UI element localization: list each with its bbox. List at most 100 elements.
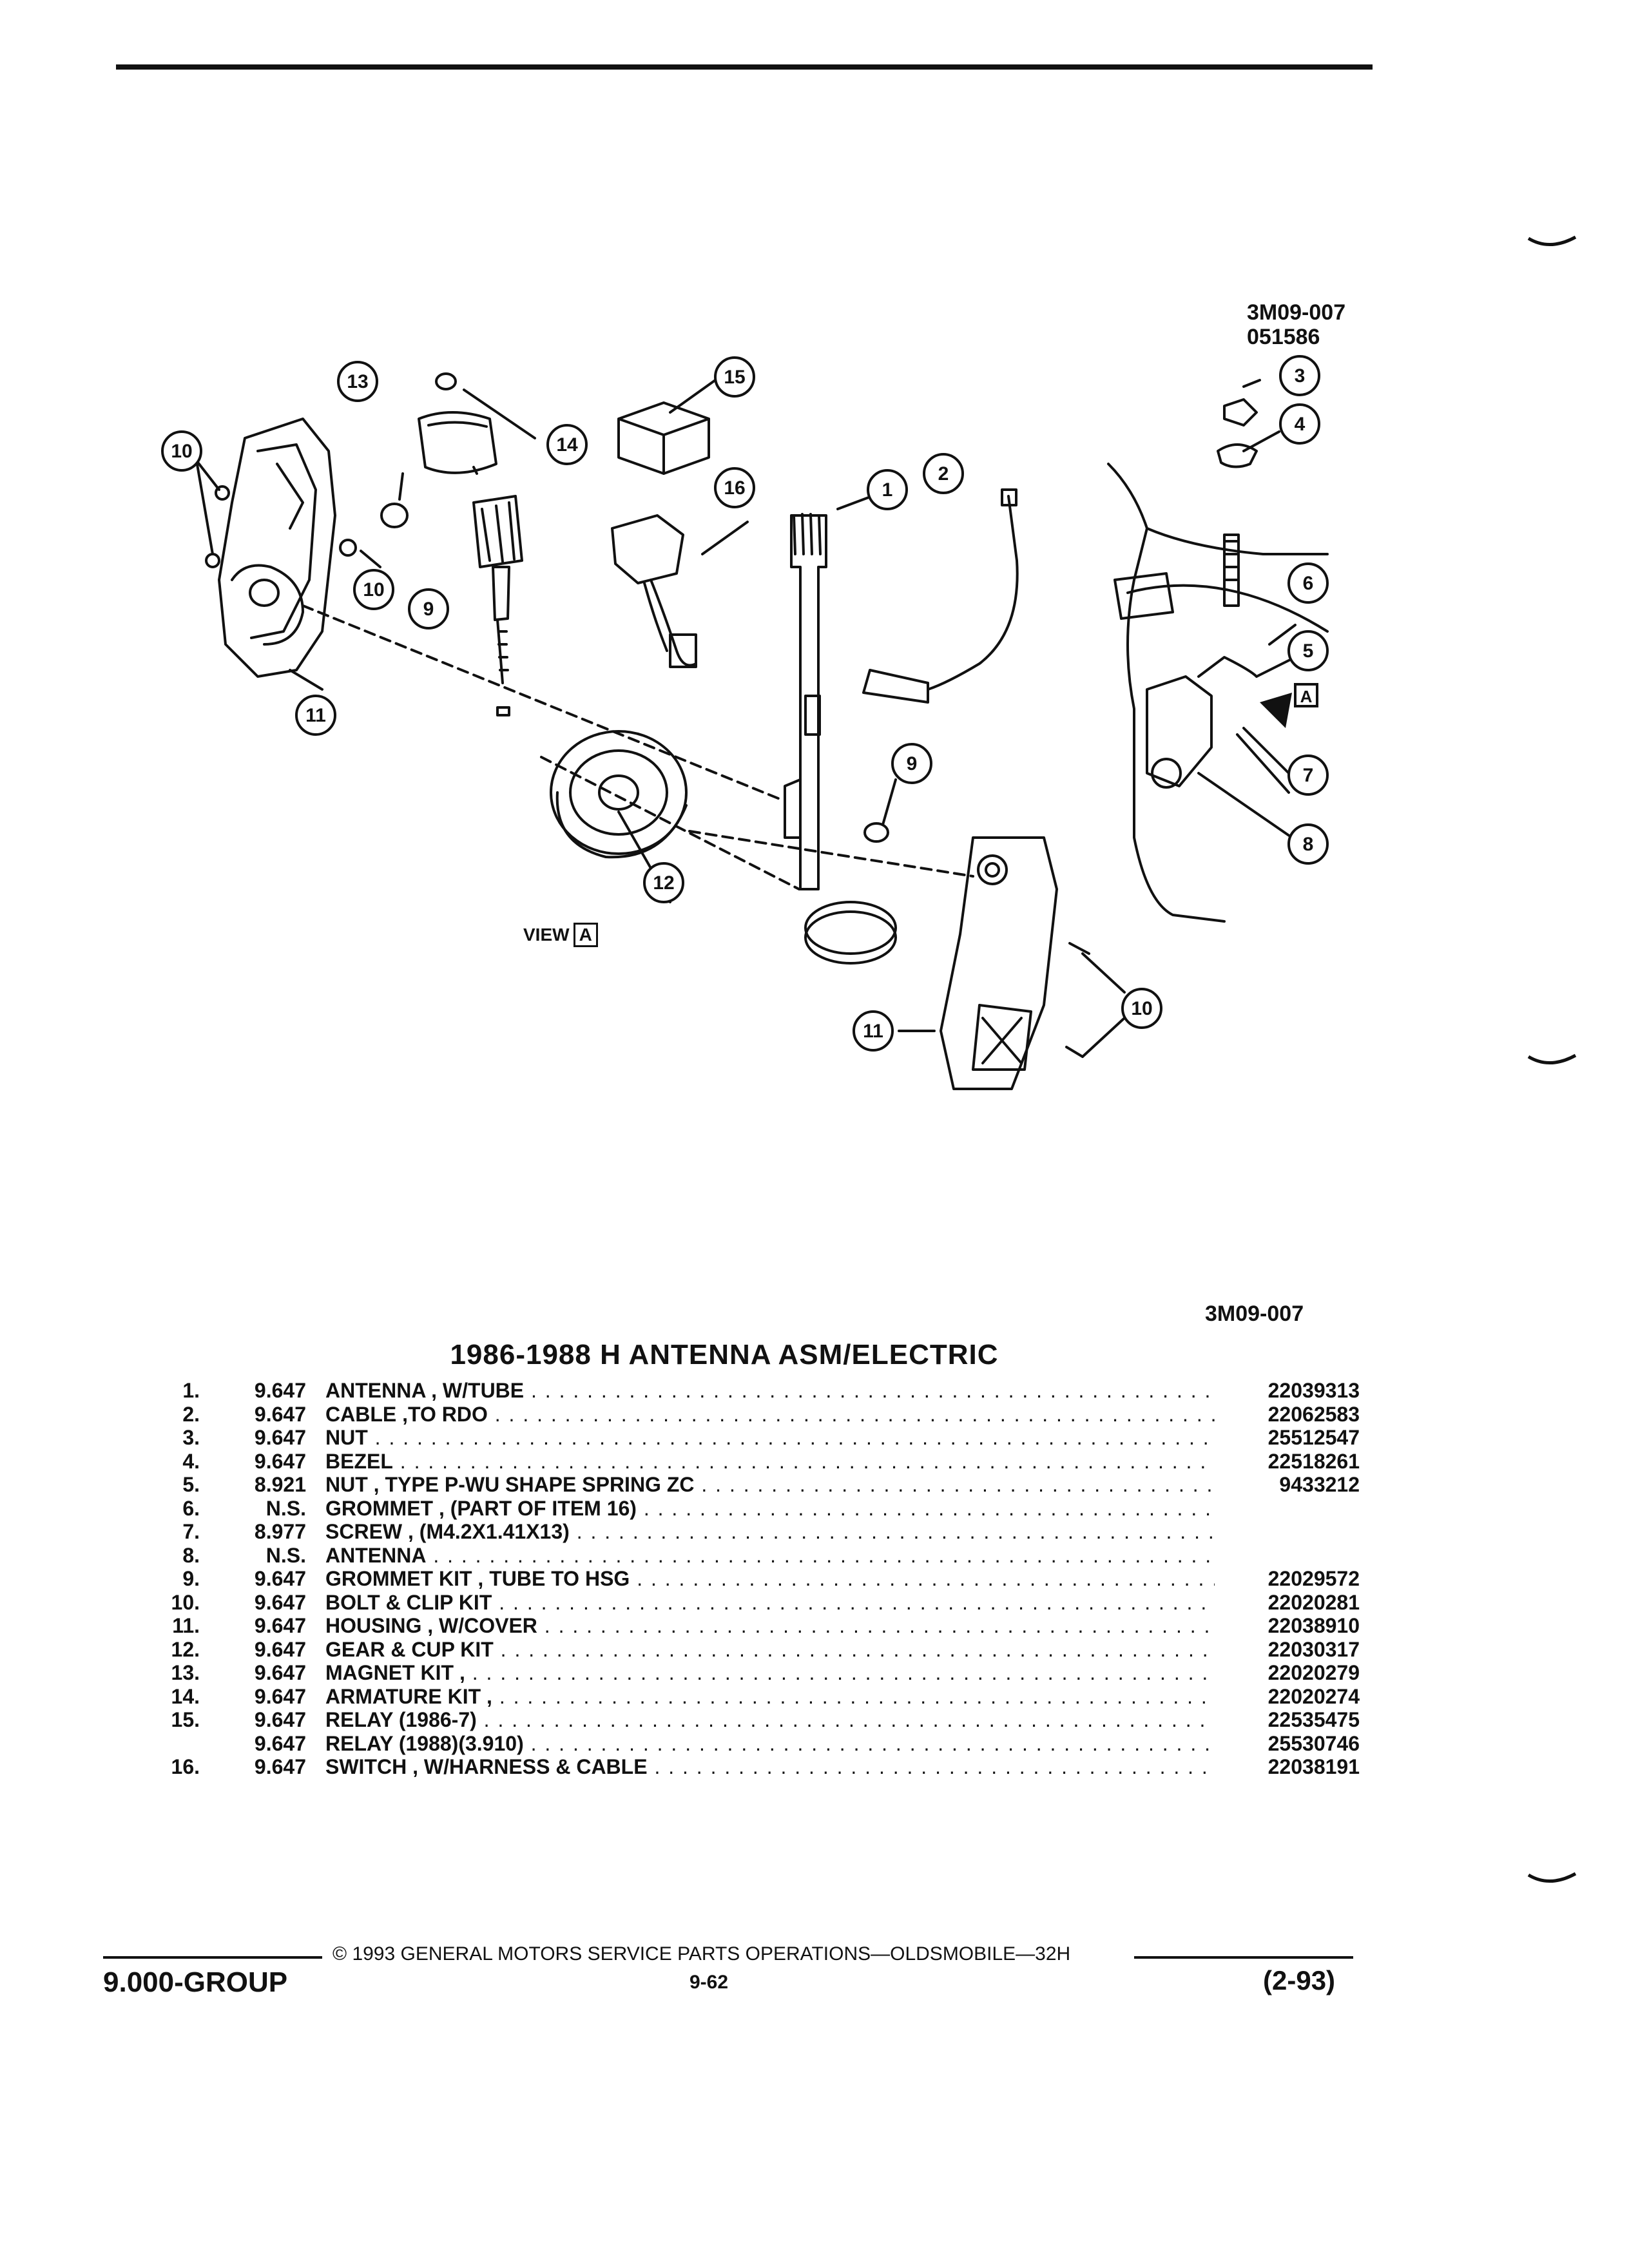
view-marker-label: A <box>1300 687 1313 706</box>
svg-text:14: 14 <box>556 434 578 456</box>
svg-text:7: 7 <box>1303 765 1314 786</box>
callout-14: 14 <box>546 424 588 465</box>
svg-text:13: 13 <box>347 371 368 392</box>
svg-text:8: 8 <box>1303 834 1314 855</box>
part-id: 25512547 <box>1268 1426 1360 1449</box>
part-number: 1. <box>182 1379 200 1402</box>
part-id: 22038191 <box>1268 1755 1360 1778</box>
part-description: GROMMET KIT , TUBE TO HSG <box>325 1567 1215 1591</box>
part-description: BOLT & CLIP KIT <box>325 1591 1215 1615</box>
svg-text:10: 10 <box>363 579 384 601</box>
section-title: 1986-1988 H ANTENNA ASM/ELECTRIC <box>450 1339 999 1370</box>
part-number: 13. <box>171 1661 200 1684</box>
part-id: 22020281 <box>1268 1590 1360 1614</box>
exploded-parts-diagram: A 13 14 15 16 1 2 3 4 6 5 7 8 10 10 9 11… <box>161 355 1329 1090</box>
part-id: 22039313 <box>1268 1379 1360 1402</box>
part-id: 22062583 <box>1268 1402 1360 1426</box>
part-number: 15. <box>171 1708 200 1731</box>
svg-text:11: 11 <box>863 1021 883 1042</box>
footer-rule-right <box>1134 1956 1353 1959</box>
part-number: 5. <box>182 1473 200 1496</box>
callout-5: 5 <box>1287 630 1329 671</box>
svg-text:1: 1 <box>882 479 893 501</box>
footer-copyright: © 1993 GENERAL MOTORS SERVICE PARTS OPER… <box>333 1943 1071 1965</box>
part-number: 10. <box>171 1590 200 1614</box>
part-description: HOUSING , W/COVER <box>325 1614 1215 1638</box>
catalog-group: 9.647 <box>254 1661 306 1684</box>
part-id: 22020274 <box>1268 1684 1360 1708</box>
catalog-group: 9.647 <box>254 1684 306 1708</box>
part-description: SCREW , (M4.2X1.41X13) <box>325 1520 1215 1544</box>
svg-text:12: 12 <box>653 872 674 894</box>
catalog-group: N.S. <box>265 1543 306 1567</box>
callout-12: 12 <box>643 862 684 903</box>
part-number: 6. <box>182 1496 200 1520</box>
binder-mark <box>1527 235 1577 246</box>
footer-rule-left <box>103 1956 322 1959</box>
part-description: GROMMET , (PART OF ITEM 16) <box>325 1497 1215 1521</box>
callout-1: 1 <box>867 469 908 510</box>
part-number: 8. <box>182 1543 200 1567</box>
part-number: 12. <box>171 1637 200 1661</box>
catalog-group: 9.647 <box>254 1449 306 1473</box>
svg-text:10: 10 <box>1131 998 1152 1019</box>
catalog-group: 9.647 <box>254 1708 306 1731</box>
catalog-group: 9.647 <box>254 1379 306 1402</box>
callout-10-left: 10 <box>161 430 202 472</box>
part-number: 7. <box>182 1520 200 1543</box>
catalog-group: 9.647 <box>254 1637 306 1661</box>
part-row: 6. N.S. GROMMET , (PART OF ITEM 16) <box>142 1497 1366 1521</box>
part-description: CABLE ,TO RDO <box>325 1403 1215 1427</box>
part-row: 2. 9.647 CABLE ,TO RDO 22062583 <box>142 1403 1366 1427</box>
diagram-code: 3M09-007 <box>1247 300 1346 325</box>
catalog-group: 9.647 <box>254 1567 306 1590</box>
footer-date: (2-93) <box>1263 1965 1336 1995</box>
part-row: 4.9.647BEZEL22518261 <box>142 1450 1366 1474</box>
svg-text:2: 2 <box>938 463 949 485</box>
part-number: 9. <box>182 1567 200 1590</box>
callout-4: 4 <box>1279 403 1320 445</box>
catalog-group: 9.647 <box>254 1755 306 1778</box>
part-id: 22029572 <box>1268 1567 1360 1590</box>
part-description: NUT , TYPE P-WU SHAPE SPRING ZC <box>325 1473 1215 1497</box>
part-id: 22030317 <box>1268 1637 1360 1661</box>
svg-text:6: 6 <box>1303 573 1314 594</box>
part-number: 2. <box>182 1402 200 1426</box>
diagram-date: 051586 <box>1247 325 1320 349</box>
catalog-group: 9.647 <box>254 1402 306 1426</box>
callout-10-right: 10 <box>1121 988 1162 1029</box>
svg-text:9: 9 <box>907 753 918 774</box>
catalog-group: 9.647 <box>254 1426 306 1449</box>
svg-text:9: 9 <box>423 599 434 620</box>
part-id: 22020279 <box>1268 1661 1360 1684</box>
catalog-group: 8.921 <box>254 1473 306 1496</box>
catalog-group: 8.977 <box>254 1520 306 1543</box>
callout-9-left: 9 <box>408 588 449 629</box>
callout-11-left: 11 <box>295 695 336 736</box>
binder-mark <box>1527 1053 1577 1064</box>
catalog-group: 9.647 <box>254 1731 306 1755</box>
binder-mark <box>1527 1872 1577 1883</box>
part-description: RELAY (1988)(3.910) <box>325 1732 1215 1756</box>
part-description: RELAY (1986-7) <box>325 1708 1215 1732</box>
callout-10-mid: 10 <box>353 569 394 610</box>
callout-3: 3 <box>1279 355 1320 396</box>
part-id: 22518261 <box>1268 1449 1360 1473</box>
part-number: 4. <box>182 1449 200 1473</box>
svg-text:10: 10 <box>171 441 192 462</box>
catalog-group: N.S. <box>265 1496 306 1520</box>
svg-text:15: 15 <box>724 367 745 388</box>
callout-13: 13 <box>337 361 378 402</box>
part-description: SWITCH , W/HARNESS & CABLE <box>325 1755 1215 1779</box>
housing-left <box>218 418 336 678</box>
